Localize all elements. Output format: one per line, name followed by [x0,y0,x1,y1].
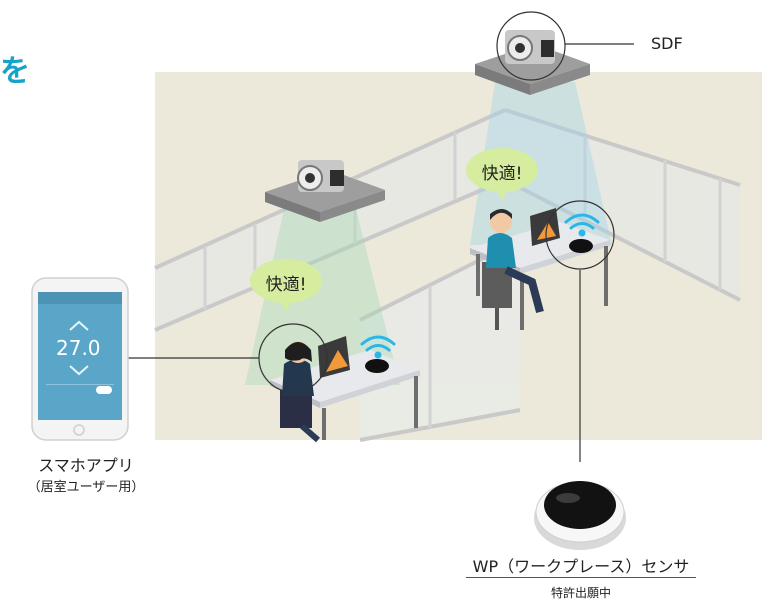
wifi-icon [564,213,600,237]
wp-sensor-right [569,239,593,253]
worker-right [482,209,544,330]
wifi-icon [360,335,396,359]
ceiling-unit-right [475,30,590,95]
comfort-text-right: 快適! [481,164,523,184]
app-user-label: （居室ユーザー用） [27,480,145,495]
wp-sensor-product [534,481,626,550]
comfort-bubble-left [250,259,322,312]
app-temperature: 27.0 [56,336,101,360]
sensor-highlight-ring-right [545,200,615,270]
sdf-highlight-ring [496,11,566,81]
airflow-right [470,82,612,245]
heading-fragment: を [0,54,31,89]
ceiling-unit-left [265,160,385,222]
sensor-name-label: WP（ワークプレース）センサ [472,557,690,576]
airflow-left [245,205,400,385]
smartphone-app [31,277,129,441]
sensor-label-divider [466,577,696,578]
sdf-label: SDF [651,34,683,53]
app-name-label: スマホアプリ [38,456,134,475]
wp-sensor-left [365,359,389,373]
worker-left [280,341,320,443]
comfort-text-left: 快適! [265,275,307,295]
patent-pending-label: 特許出願中 [550,586,611,600]
comfort-bubble-right [466,148,538,201]
